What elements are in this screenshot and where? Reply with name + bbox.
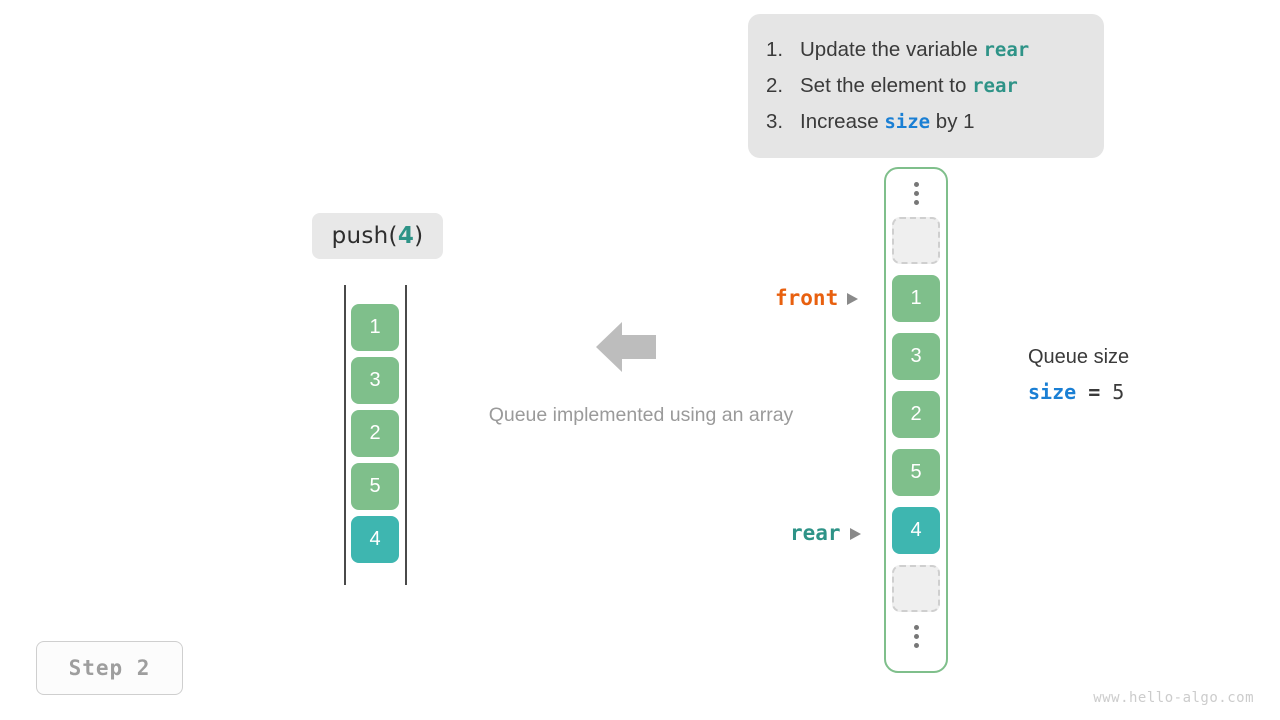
array-cell: 3 xyxy=(892,333,940,380)
left-arrow-icon xyxy=(596,322,656,372)
queue-size-expression: size = 5 xyxy=(1028,380,1129,404)
array-cell: 2 xyxy=(892,391,940,438)
array-cell-empty xyxy=(892,565,940,612)
instruction-item-2: 2. Set the element to rear xyxy=(766,68,1084,104)
instruction-text: Set the element to xyxy=(800,74,973,97)
array-cell-empty xyxy=(892,217,940,264)
array-rail-left xyxy=(344,285,346,585)
physical-ring-array: 1 3 2 5 4 xyxy=(884,167,948,673)
array-cell: 1 xyxy=(892,275,940,322)
footer-url: www.hello-algo.com xyxy=(1093,690,1254,706)
diagram-caption: Queue implemented using an array xyxy=(488,404,794,426)
instruction-number: 3. xyxy=(766,110,784,133)
size-value: 5 xyxy=(1112,380,1125,404)
pointer-arrow-icon xyxy=(849,528,861,540)
instruction-text: Update the variable xyxy=(800,38,984,61)
vertical-ellipsis-top-icon xyxy=(913,169,919,217)
array-rail-right xyxy=(405,285,407,585)
operation-name: push( xyxy=(331,223,398,249)
pointer-arrow-icon xyxy=(847,293,859,305)
instruction-item-1: 1. Update the variable rear xyxy=(766,32,1084,68)
rear-pointer-label: rear xyxy=(790,521,861,545)
rear-pointer-text: rear xyxy=(790,521,841,545)
array-cell: 5 xyxy=(892,449,940,496)
queue-size-readout: Queue size size = 5 xyxy=(1028,343,1129,404)
operation-argument: 4 xyxy=(397,223,415,249)
queue-cell: 2 xyxy=(351,410,399,457)
operation-paren-close: ) xyxy=(414,223,424,249)
instruction-text-tail: by 1 xyxy=(930,110,975,133)
physical-array-cells: 1 3 2 5 4 xyxy=(892,217,940,612)
instruction-number: 2. xyxy=(766,74,784,97)
logical-queue-cells: 1 3 2 5 4 xyxy=(351,304,399,563)
size-equals: = xyxy=(1076,380,1113,404)
instruction-code-token: rear xyxy=(983,39,1030,61)
instruction-number: 1. xyxy=(766,38,784,61)
queue-cell-highlighted: 4 xyxy=(351,516,399,563)
instruction-code-token: rear xyxy=(972,75,1018,97)
size-variable-name: size xyxy=(1028,380,1077,404)
instruction-code-token: size xyxy=(884,111,931,133)
array-cell-highlighted: 4 xyxy=(892,507,940,554)
queue-cell: 3 xyxy=(351,357,399,404)
instruction-item-3: 3. Increase size by 1 xyxy=(766,104,1084,140)
front-pointer-label: front xyxy=(775,286,859,310)
instruction-panel: 1. Update the variable rear 2. Set the e… xyxy=(748,14,1104,158)
instruction-text: Increase xyxy=(800,110,885,133)
queue-size-title: Queue size xyxy=(1028,346,1130,368)
front-pointer-text: front xyxy=(775,286,839,310)
queue-cell: 1 xyxy=(351,304,399,351)
vertical-ellipsis-bottom-icon xyxy=(913,612,919,660)
step-badge: Step 2 xyxy=(36,641,183,695)
operation-label: push(4) xyxy=(312,213,443,259)
logical-queue-array: 1 3 2 5 4 xyxy=(344,285,410,585)
queue-cell: 5 xyxy=(351,463,399,510)
